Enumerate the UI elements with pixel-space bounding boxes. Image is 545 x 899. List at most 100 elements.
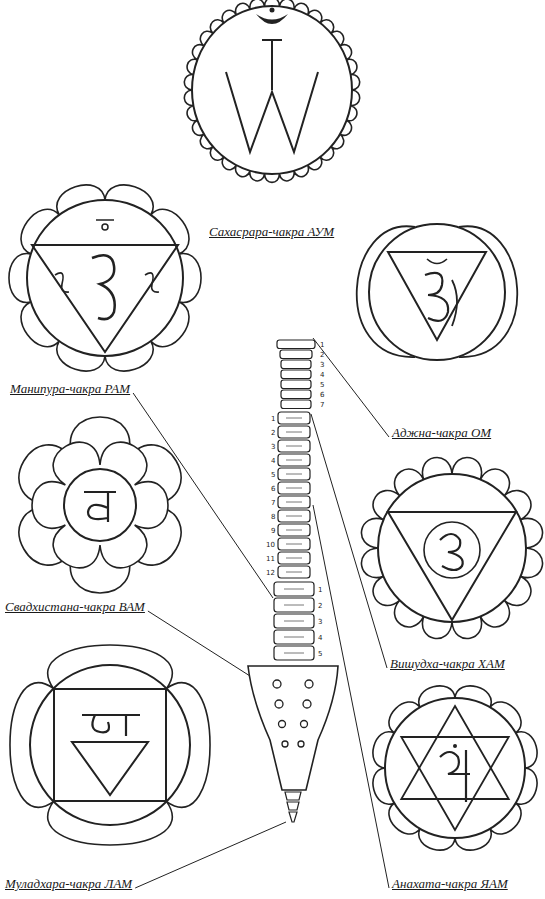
bija-glyph — [82, 715, 140, 736]
chakra-name: Свадхистана-чакра ВАМ — [5, 599, 145, 614]
vertebra-detail — [286, 544, 302, 545]
vertebra-number: 5 — [318, 650, 322, 658]
thoracic-vertebra — [278, 538, 310, 550]
vishuddha-circle — [378, 474, 526, 622]
vertebra-detail — [286, 460, 302, 461]
chakra-name: Вишудха-чакра ХАМ — [390, 656, 505, 671]
vertebra-detail — [286, 558, 302, 559]
chakra-label: Манипура-чакра РАМ — [10, 381, 130, 396]
vishuddha-triangle — [388, 512, 516, 620]
thoracic-vertebra — [278, 496, 310, 508]
sacral-hole — [273, 680, 281, 688]
sacral-hole — [301, 721, 308, 728]
vertebra-detail — [286, 530, 302, 531]
bija-glyph — [145, 273, 159, 292]
vertebra-detail — [286, 446, 302, 447]
thoracic-vertebra — [278, 510, 310, 522]
sacral-hole — [275, 700, 283, 708]
chakra-label: Свадхистана-чакра ВАМ — [5, 599, 145, 614]
vishuddha-petals — [361, 457, 542, 638]
bindu-dot — [270, 8, 275, 13]
vertebra-detail — [286, 474, 302, 475]
swadhisthana-petals — [32, 442, 168, 568]
thoracic-vertebra — [278, 440, 310, 452]
ajna-triangle — [388, 252, 486, 340]
leader-line — [313, 338, 389, 437]
muladhara-petals — [10, 645, 210, 845]
sahasrara-scallop — [184, 0, 359, 182]
leader-line — [148, 611, 250, 676]
vertebra-number: 4 — [271, 457, 275, 465]
cervical-vertebra — [281, 400, 311, 409]
cervical-vertebra — [281, 380, 311, 389]
chakra-label: Аджна-чакра ОМ — [392, 425, 491, 440]
sacral-hole — [298, 741, 304, 747]
vertebra-detail — [284, 621, 304, 622]
vertebra-detail — [286, 502, 302, 503]
vertebra-number: 8 — [271, 513, 275, 521]
bindu-dot — [102, 224, 108, 230]
bija-glyph — [92, 255, 115, 319]
thoracic-vertebra — [278, 412, 310, 424]
chakra-label: Вишудха-чакра ХАМ — [390, 656, 505, 671]
vertebra-detail — [286, 432, 302, 433]
anahata-petals — [373, 686, 537, 850]
vertebra-detail — [284, 653, 304, 654]
thoracic-vertebra — [278, 454, 310, 466]
vertebra-number: 1 — [271, 415, 275, 423]
vishuddha-inner-circle — [424, 522, 480, 578]
vertebra-number: 5 — [320, 381, 324, 389]
anahata-circle — [385, 698, 525, 838]
chakra-label: Анахата-чакра ЯАМ — [392, 876, 508, 891]
vertebra-number: 10 — [266, 541, 275, 549]
thoracic-vertebra — [278, 482, 310, 494]
manipura-triangle — [32, 245, 178, 352]
bija-glyph — [440, 534, 463, 570]
muladhara-square — [54, 689, 166, 801]
chakra-name: Сахасрара-чакра АУМ — [209, 224, 334, 239]
vertebra-number: 2 — [271, 429, 275, 437]
thoracic-vertebra — [278, 566, 310, 578]
swadhisthana-circle — [64, 469, 136, 541]
vertebra-detail — [286, 572, 302, 573]
vertebra-number: 1 — [320, 341, 324, 349]
vertebra-number: 4 — [320, 371, 324, 379]
manipura-circle — [27, 200, 183, 356]
cervical-vertebra — [281, 370, 311, 379]
bindu-dot — [453, 744, 457, 748]
lumbar-vertebra — [274, 646, 314, 660]
leader-lines — [133, 338, 389, 888]
vertebra-number: 7 — [320, 401, 324, 409]
vertebra-detail — [284, 605, 304, 606]
muladhara-triangle — [72, 742, 148, 795]
leader-line — [133, 393, 273, 598]
lumbar-vertebra — [274, 630, 314, 644]
lumbar-vertebra — [274, 582, 314, 596]
vertebra-number: 11 — [266, 555, 275, 563]
bija-glyph — [425, 273, 448, 321]
vertebra-number: 6 — [271, 485, 275, 493]
coccyx-bone — [285, 792, 301, 822]
vertebra-number: 3 — [318, 618, 322, 626]
chakra-label: Сахасрара-чакра АУМ — [209, 224, 334, 239]
sacral-hole — [305, 680, 313, 688]
thoracic-vertebra — [278, 426, 310, 438]
bija-glyph — [440, 750, 470, 802]
vertebra-number: 1 — [318, 586, 322, 594]
sacral-hole — [282, 741, 288, 747]
bija-glyph — [452, 280, 457, 326]
vertebra-number: 12 — [266, 569, 275, 577]
sacral-hole — [303, 700, 311, 708]
vertebra-number: 6 — [320, 391, 324, 399]
manipura-petals — [9, 185, 201, 371]
vertebra-detail — [284, 637, 304, 638]
cervical-vertebra — [277, 340, 315, 349]
vertebra-detail — [286, 488, 302, 489]
cervical-vertebra — [281, 390, 311, 399]
vertebra-number: 4 — [318, 634, 322, 642]
vertebra-detail — [284, 589, 304, 590]
lumbar-vertebra — [274, 614, 314, 628]
chakra-name: Анахата-чакра ЯАМ — [392, 876, 508, 891]
thoracic-vertebra — [278, 468, 310, 480]
